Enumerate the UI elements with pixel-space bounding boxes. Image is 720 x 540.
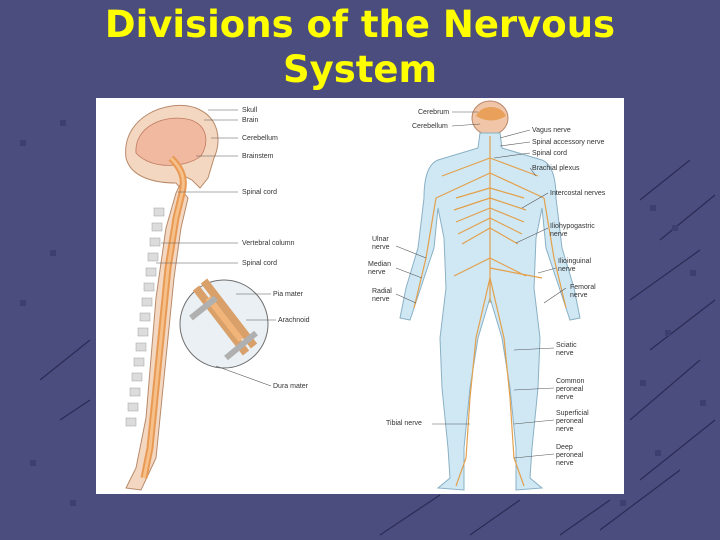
- label-pia-mater: Pia mater: [273, 291, 303, 298]
- label-deep-peroneal-2: peroneal: [556, 452, 584, 459]
- label-common-peroneal-2: peroneal: [556, 386, 584, 393]
- label-brain: Brain: [242, 117, 259, 124]
- label-sciatic-2: nerve: [556, 350, 574, 357]
- label-median-2: nerve: [368, 269, 386, 276]
- label-ulnar-1: Ulnar: [372, 236, 389, 243]
- label-deep-peroneal-3: nerve: [556, 460, 574, 467]
- label-intercostal-nerves: Intercostal nerves: [550, 190, 606, 197]
- sagittal-spine-illustration: [125, 104, 276, 491]
- slide-title-line-1: Divisions of the Nervous: [104, 3, 616, 46]
- label-radial-1: Radial: [372, 288, 392, 295]
- label-median-1: Median: [368, 261, 391, 268]
- label-tibial-nerve: Tibial nerve: [386, 420, 422, 427]
- label-radial-2: nerve: [372, 296, 390, 303]
- posterior-body-illustration: [395, 100, 581, 491]
- label-cerebellum-left: Cerebellum: [242, 135, 278, 142]
- label-brainstem: Brainstem: [242, 153, 274, 160]
- label-common-peroneal-1: Common: [556, 378, 585, 385]
- label-spinal-cord-left: Spinal cord: [242, 189, 278, 196]
- anatomy-illustration: [125, 100, 581, 491]
- label-ilioinguinal-1: Ilioinguinal: [558, 258, 592, 265]
- label-spinal-cord-right: Spinal cord: [532, 150, 568, 157]
- label-skull: Skull: [242, 107, 258, 114]
- label-cerebrum: Cerebrum: [418, 109, 450, 116]
- label-ilioinguinal-2: nerve: [558, 266, 576, 273]
- label-arachnoid: Arachnoid: [278, 317, 310, 324]
- label-common-peroneal-3: nerve: [556, 394, 574, 401]
- label-ulnar-2: nerve: [372, 244, 390, 251]
- label-femoral-1: Femoral: [570, 284, 596, 291]
- label-spinal-cord-detail: Spinal cord: [242, 260, 278, 267]
- label-cerebellum-right: Cerebellum: [412, 123, 448, 130]
- label-sciatic-1: Sciatic: [556, 342, 577, 349]
- slide-title: Divisions of the Nervous System: [60, 2, 660, 92]
- label-iliohypogastric-1: Iliohypogastric: [550, 223, 595, 230]
- label-femoral-2: nerve: [570, 292, 588, 299]
- nervous-system-figure: Skull Brain Cerebellum Brainstem Spinal …: [96, 98, 624, 494]
- label-vertebral-column: Vertebral column: [242, 240, 295, 247]
- label-spinal-accessory-nerve: Spinal accessory nerve: [532, 139, 605, 146]
- label-superficial-peroneal-3: nerve: [556, 426, 574, 433]
- label-deep-peroneal-1: Deep: [556, 444, 573, 451]
- label-dura-mater: Dura mater: [273, 383, 309, 390]
- label-brachial-plexus: Brachial plexus: [532, 165, 580, 172]
- label-vagus-nerve: Vagus nerve: [532, 127, 571, 134]
- label-superficial-peroneal-1: Superficial: [556, 410, 589, 417]
- label-superficial-peroneal-2: peroneal: [556, 418, 584, 425]
- label-iliohypogastric-2: nerve: [550, 231, 568, 238]
- slide-title-line-2: System: [282, 48, 438, 91]
